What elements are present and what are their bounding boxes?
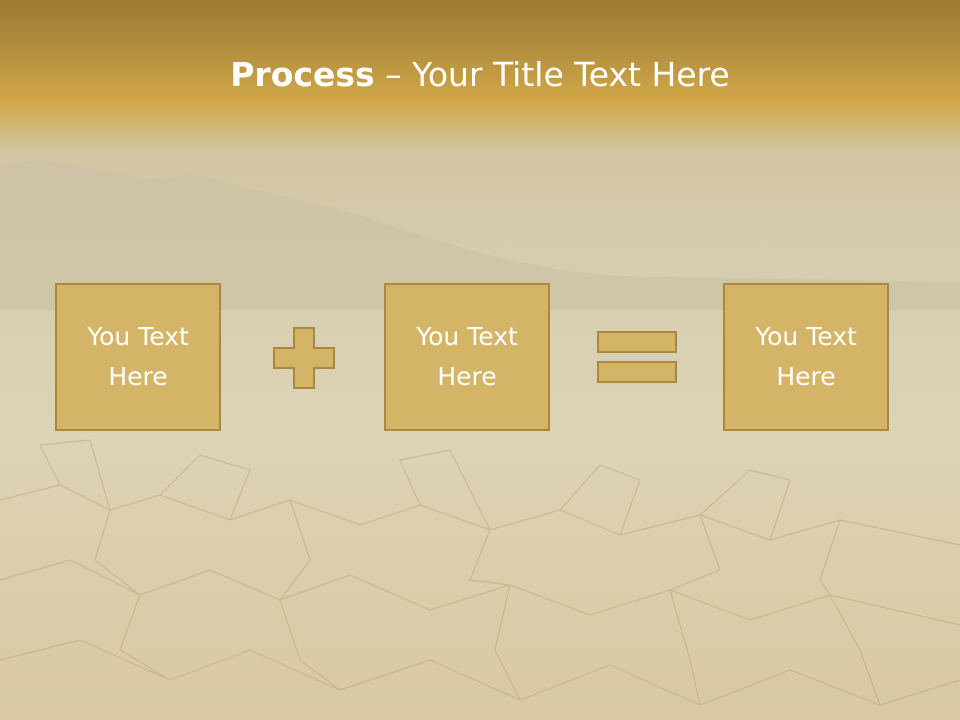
equals-icon (597, 331, 677, 383)
text-box-1: You Text Here (55, 283, 221, 431)
text-box-3-line-1: You Text (755, 322, 857, 351)
text-box-2-line-2: Here (437, 362, 497, 391)
text-box-2: You Text Here (384, 283, 550, 431)
title-band (0, 0, 960, 150)
text-box-3-content: You Text Here (736, 317, 876, 397)
text-box-3-line-2: Here (776, 362, 836, 391)
text-box-1-content: You Text Here (68, 317, 208, 397)
text-box-3: You Text Here (723, 283, 889, 431)
text-box-1-line-1: You Text (87, 322, 189, 351)
title-rest-part: – Your Title Text Here (374, 55, 730, 94)
plus-icon (273, 327, 335, 389)
text-box-2-line-1: You Text (416, 322, 518, 351)
title-bold-part: Process (230, 55, 375, 94)
slide-title: Process – Your Title Text Here (0, 52, 960, 98)
text-box-1-line-2: Here (108, 362, 168, 391)
text-box-2-content: You Text Here (397, 317, 537, 397)
